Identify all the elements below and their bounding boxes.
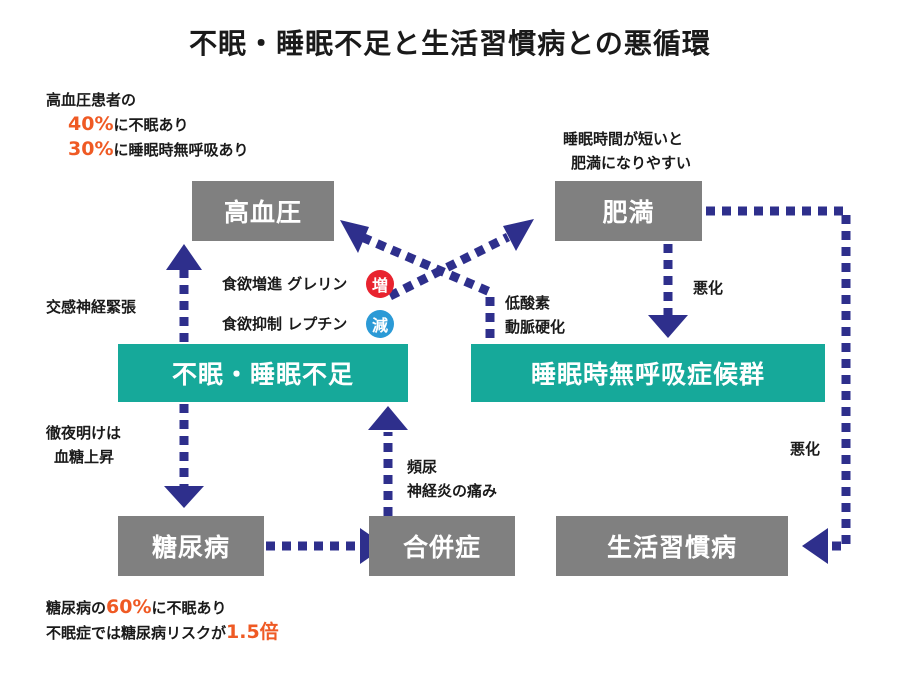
decrease-badge: 減 <box>366 310 394 338</box>
note-worsen-lifestyle: 悪化 <box>790 440 821 458</box>
note-obesity: 睡眠時間が短いと 肥満になりやすい <box>563 130 692 172</box>
note-diabetes-risk: 不眠症では糖尿病リスクが1.5倍 <box>46 621 279 643</box>
arrowhead-down-apnea <box>648 315 688 338</box>
node-diabetes: 糖尿病 <box>118 516 264 576</box>
pct-40: 40% <box>68 113 114 135</box>
pct-60: 60% <box>106 596 152 618</box>
increase-badge: 増 <box>366 270 394 298</box>
note-hypertension-apnea: 30%に睡眠時無呼吸あり <box>68 138 249 160</box>
note-diabetes: 糖尿病の60%に不眠あり 不眠症では糖尿病リスクが1.5倍 <box>46 595 279 645</box>
arrowhead-up-insomnia <box>368 406 408 430</box>
arrowhead-to-hypertension <box>340 220 369 253</box>
note-hypertension: 高血圧患者の 40%に不眠あり 30%に睡眠時無呼吸あり <box>46 88 249 162</box>
note-leptin: 食欲抑制 レプチン <box>222 315 348 333</box>
arrowhead-up-hypertension <box>166 244 202 270</box>
note-diabetes-insomnia: 糖尿病の60%に不眠あり <box>46 596 227 618</box>
arrowhead-to-obesity <box>503 219 534 251</box>
node-hypertension: 高血圧 <box>192 181 334 241</box>
node-complications: 合併症 <box>369 516 515 576</box>
node-lifestyle-disease: 生活習慣病 <box>556 516 788 576</box>
node-insomnia: 不眠・睡眠不足 <box>118 344 408 402</box>
diagram-title: 不眠・睡眠不足と生活習慣病との悪循環 <box>189 27 711 60</box>
arrow-insomnia-to-obesity <box>387 232 511 301</box>
note-hypertension-header: 高血圧患者の <box>46 91 137 109</box>
arrow-obesity-to-lifestyle <box>706 206 851 551</box>
note-worsen-apnea: 悪化 <box>693 279 724 297</box>
node-obesity: 肥満 <box>555 181 702 241</box>
note-hypertension-insomnia: 40%に不眠あり <box>68 113 189 135</box>
note-all-nighter: 徹夜明けは 血糖上昇 <box>46 424 122 466</box>
note-ghrelin: 食欲増進 グレリン <box>222 275 348 293</box>
note-hypoxia: 低酸素 動脈硬化 <box>505 294 566 336</box>
arrowhead-left-lifestyle <box>802 528 828 564</box>
note-urination: 頻尿 神経炎の痛み <box>407 458 498 500</box>
node-sleep-apnea: 睡眠時無呼吸症候群 <box>471 344 825 402</box>
arrowhead-down-diabetes <box>164 486 204 508</box>
note-sympathetic: 交感神経緊張 <box>46 298 137 316</box>
risk-multiplier: 1.5倍 <box>226 621 279 643</box>
pct-30: 30% <box>68 138 114 160</box>
